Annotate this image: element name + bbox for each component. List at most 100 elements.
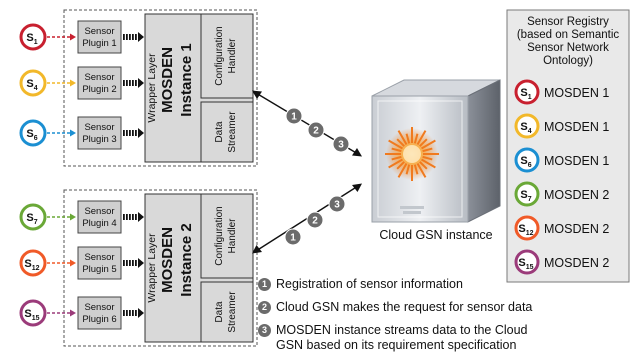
svg-text:3: 3 (338, 140, 344, 151)
sensor-icon: S12 (19, 249, 47, 277)
data-streamer-box (200, 101, 254, 163)
data-streamer-label: Data (214, 301, 225, 323)
registry-title-line-4: Ontology) (543, 55, 593, 67)
data-streamer-label: Streamer (227, 111, 238, 153)
sensor-id: S1 (520, 87, 531, 101)
plugin-connector-icon (123, 212, 144, 222)
plugin-connector-icon (123, 258, 144, 268)
sensor-icon: S15 (514, 249, 540, 275)
sensor-id: S15 (24, 308, 39, 322)
plugin-connector-icon (123, 78, 144, 88)
sensor-icon: S4 (514, 113, 540, 139)
plugin-connector-icon (123, 32, 144, 42)
sensor-icon: S7 (514, 181, 540, 207)
registry-title-line-3: Sensor Network (527, 42, 609, 54)
registry-instance-label: MOSDEN 1 (544, 154, 609, 168)
sensor-plugin-label: Sensor (84, 72, 114, 83)
configuration-handler-box (200, 13, 254, 99)
svg-text:1: 1 (291, 112, 297, 123)
sensor-id: S1 (26, 32, 37, 46)
legend-text: Registration of sensor information (276, 277, 463, 291)
sensor-id: S6 (520, 155, 531, 169)
sensor-registry: Sensor Registry (based on Semantic Senso… (506, 9, 630, 283)
instance2-connection: 1 2 3 (252, 183, 362, 254)
sensor-plugin-label: Sensor (84, 252, 114, 263)
server-icon (371, 79, 501, 223)
registry-instance-label: MOSDEN 1 (544, 120, 609, 134)
sensor-id: S4 (520, 121, 531, 135)
step-number-icon: 1 (258, 278, 271, 291)
sensor-id: S4 (26, 78, 37, 92)
sensor-plugin-label: Plugin 1 (82, 38, 116, 49)
sensor-plugin-label: Plugin 2 (82, 84, 116, 95)
instance-title: MOSDEN (159, 227, 176, 293)
sensor-icon: S6 (19, 119, 47, 147)
sensor-plugin-box (77, 66, 122, 100)
sensor-id: S7 (26, 212, 37, 226)
sensor-icon: S1 (514, 79, 540, 105)
registry-row: S7 MOSDEN 2 (514, 181, 609, 207)
sensor-id: S15 (518, 257, 533, 271)
wrapper-layer-label: Wrapper Layer (146, 233, 158, 303)
sensor-plugin-label: Sensor (84, 206, 114, 217)
step-number-icon: 3 (258, 324, 271, 337)
registry-row: S1 MOSDEN 1 (514, 79, 609, 105)
sensor-plugin-box (77, 116, 122, 150)
server-label: Cloud GSN instance (379, 228, 492, 242)
data-streamer-label: Data (214, 121, 225, 143)
svg-text:2: 2 (313, 126, 319, 137)
registry-instance-label: MOSDEN 1 (544, 86, 609, 100)
sensor-plugin-box (77, 20, 122, 54)
sensor-plugin-label: Sensor (84, 302, 114, 313)
sensor-id: S12 (518, 223, 533, 237)
registry-instance-label: MOSDEN 2 (544, 188, 609, 202)
step-2-badge: 2 (307, 121, 325, 139)
legend-item-1: 1 Registration of sensor information (258, 277, 463, 292)
svg-text:2: 2 (312, 216, 318, 227)
plugin-connector-icon (123, 308, 144, 318)
registry-row: S6 MOSDEN 1 (514, 147, 609, 173)
legend-text-continued: GSN based on its requirement specificati… (276, 338, 517, 352)
step-3-badge: 3 (332, 135, 350, 153)
instance-title: MOSDEN (159, 47, 176, 113)
sensor-icon: S1 (19, 23, 47, 51)
instance-title: Instance 1 (178, 43, 195, 116)
sensor-plugin-box (77, 246, 122, 280)
sensor-icon: S15 (19, 299, 47, 327)
instance-title: Instance 2 (178, 223, 195, 296)
sensor-icon: S12 (514, 215, 540, 241)
step-number-icon: 2 (258, 301, 271, 314)
step-1-badge: 1 (285, 107, 303, 125)
sensor-icon: S4 (19, 69, 47, 97)
registry-instance-label: MOSDEN 2 (544, 256, 609, 270)
cloud-gsn-server: Cloud GSN instance (371, 79, 501, 242)
sensor-id: S6 (26, 128, 37, 142)
step-3-badge: 3 (328, 195, 346, 213)
configuration-handler-label: Handler (227, 218, 238, 254)
step-1-badge: 1 (284, 228, 302, 246)
sensor-id: S7 (520, 189, 531, 203)
wrapper-layer-label: Wrapper Layer (146, 53, 158, 123)
sensor-id: S12 (24, 258, 39, 272)
svg-text:3: 3 (334, 200, 340, 211)
data-streamer-label: Streamer (227, 291, 238, 333)
sensor-plugin-box (77, 296, 122, 330)
configuration-handler-label: Configuration (214, 206, 225, 265)
configuration-handler-label: Configuration (214, 26, 225, 85)
svg-text:1: 1 (290, 233, 296, 244)
configuration-handler-box (200, 193, 254, 279)
step-2-badge: 2 (306, 211, 324, 229)
sensor-plugin-box (77, 200, 122, 234)
sensor-plugin-label: Plugin 4 (82, 218, 116, 229)
sensor-icon: S6 (514, 147, 540, 173)
